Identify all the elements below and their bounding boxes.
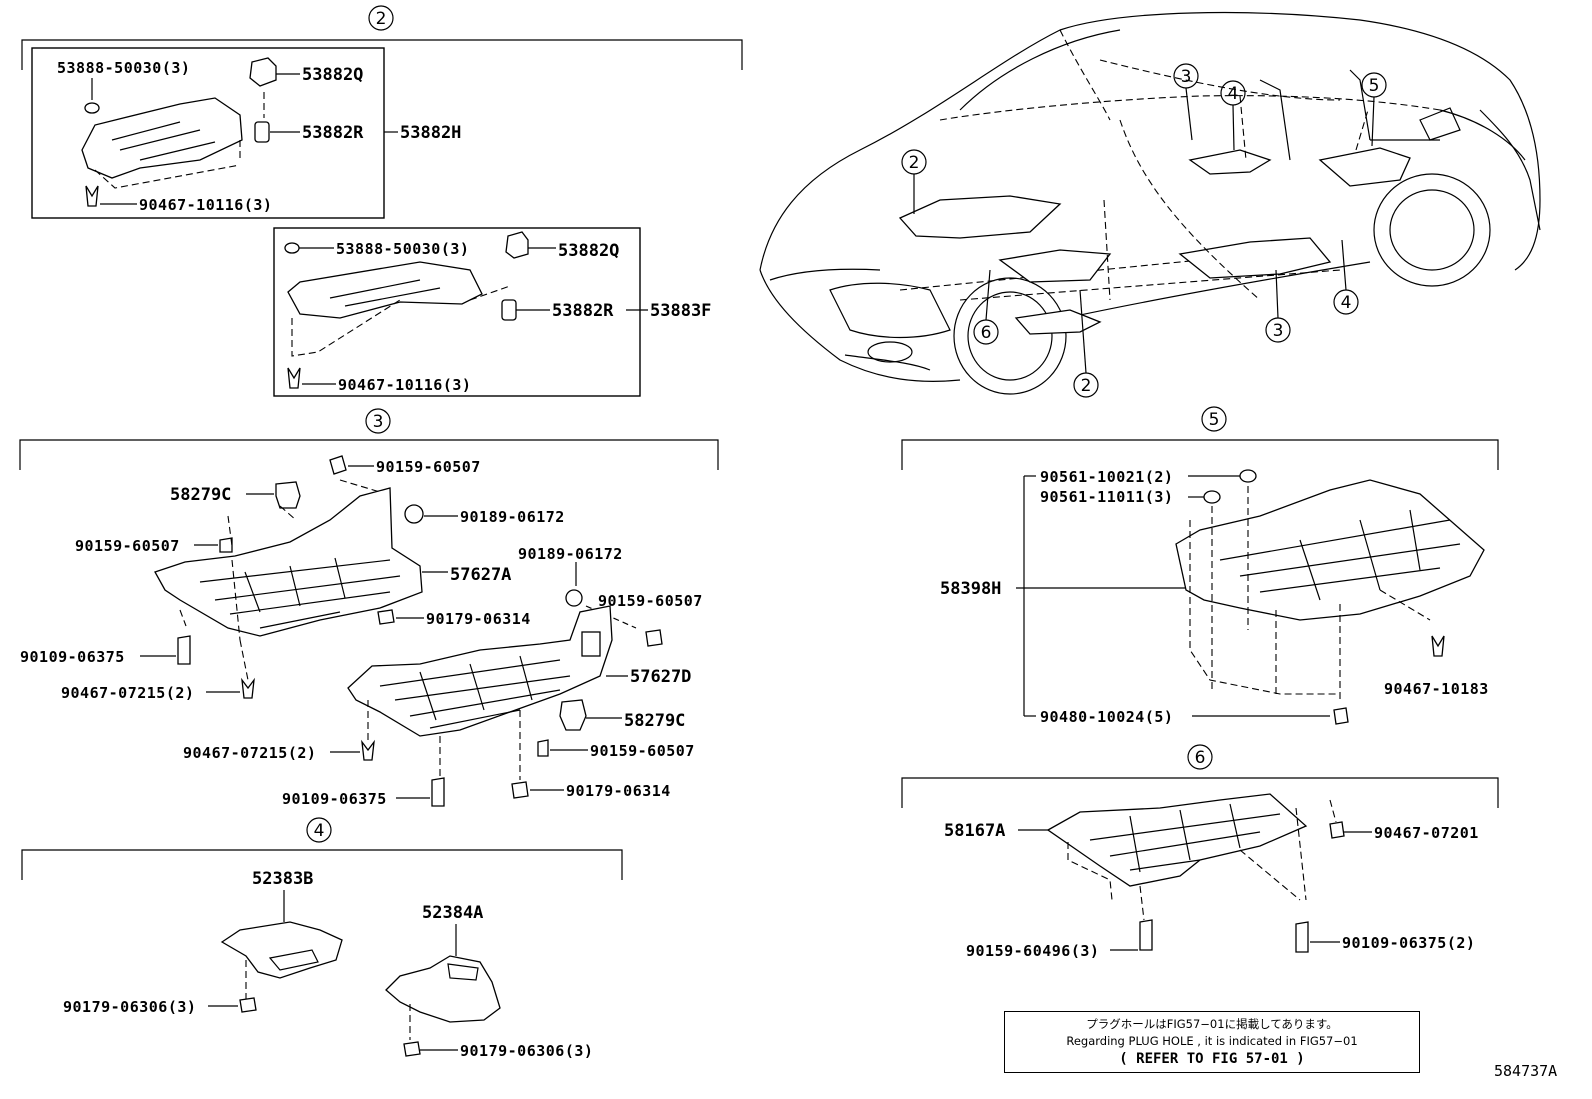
part-label: 90179-06314 — [426, 610, 531, 628]
callout-2-bottom: 2 — [1073, 289, 1099, 398]
part-label: 53888-50030(3) — [57, 59, 190, 77]
section-4: 4 52383B 52384A 90179-06306(3) 90179-063… — [21, 817, 623, 1060]
part-label: 90561-11011(3) — [1040, 488, 1173, 506]
part-label: 90159-60507 — [75, 537, 180, 555]
assembly-label: 53883F — [650, 301, 711, 321]
notice-english: Regarding PLUG HOLE , it is indicated in… — [1066, 1034, 1358, 1048]
svg-text:5: 5 — [1369, 76, 1380, 96]
svg-text:2: 2 — [909, 153, 920, 173]
part-label: 58279C — [624, 711, 685, 731]
part-label: 58398H — [940, 579, 1001, 599]
part-label: 53882Q — [558, 241, 619, 261]
svg-text:2: 2 — [1081, 376, 1092, 396]
callout-4-bottom: 4 — [1333, 239, 1359, 315]
section-6-number: 6 — [1195, 748, 1206, 768]
fender-liner-seal-rh — [220, 921, 343, 979]
part-label: 90179-06314 — [566, 782, 671, 800]
part-label: 90109-06375 — [282, 790, 387, 808]
fender-liner-seal-lh — [385, 955, 501, 1023]
part-label: 90189-06172 — [460, 508, 565, 526]
callout-3-bottom: 3 — [1265, 269, 1291, 343]
figure-id: 584737A — [1494, 1062, 1558, 1080]
assembly-label: 53882H — [400, 123, 461, 143]
svg-text:6: 6 — [981, 323, 992, 343]
part-label: 90179-06306(3) — [460, 1042, 593, 1060]
section-4-number: 4 — [314, 821, 325, 841]
engine-under-cover-part — [81, 97, 243, 179]
section-3-number: 3 — [373, 412, 384, 432]
part-label: 90159-60496(3) — [966, 942, 1099, 960]
part-label: 90109-06375 — [20, 648, 125, 666]
part-label: 90159-60507 — [590, 742, 695, 760]
part-label: 53882R — [552, 301, 614, 321]
part-label: 58279C — [170, 485, 231, 505]
section-6: 6 58167A 90467-07201 90159-60496(3) 9010… — [901, 744, 1499, 960]
svg-text:4: 4 — [1228, 84, 1239, 104]
part-label: 57627D — [630, 667, 691, 687]
callout-5: 5 — [1361, 72, 1387, 147]
section-2: 2 53888-50030(3) 53882Q 53882R 53882H 90… — [21, 5, 743, 397]
callout-3-top: 3 — [1173, 63, 1199, 141]
svg-text:3: 3 — [1273, 321, 1284, 341]
notice-japanese: プラグホールはFIG57−01に掲載してあります。 — [1086, 1017, 1338, 1031]
part-label: 90179-06306(3) — [63, 998, 196, 1016]
svg-text:3: 3 — [1181, 67, 1192, 87]
plug-hole-notice: プラグホールはFIG57−01に掲載してあります。 Regarding PLUG… — [1004, 1011, 1420, 1073]
front-floor-under-cover — [1046, 793, 1308, 887]
section-5: 5 90561-10021(2) 90561-11011(3) 58398H 9… — [901, 406, 1499, 726]
section-3: 3 90159-60507 58279C 90189-06172 90159-6… — [19, 408, 719, 808]
part-label: 90480-10024(5) — [1040, 708, 1173, 726]
callout-6: 6 — [973, 269, 999, 345]
part-label: 90467-07215(2) — [61, 684, 194, 702]
part-label: 90467-10116(3) — [139, 196, 272, 214]
section-2-number: 2 — [376, 9, 387, 29]
callout-4-top: 4 — [1220, 80, 1246, 151]
part-label: 52384A — [422, 903, 483, 923]
part-label: 52383B — [252, 869, 313, 889]
part-label: 90159-60507 — [376, 458, 481, 476]
part-label: 53882Q — [302, 65, 363, 85]
part-label: 90467-07201 — [1374, 824, 1479, 842]
notice-refer-link[interactable]: ( REFER TO FIG 57-01 ) — [1119, 1051, 1305, 1067]
part-label: 53882R — [302, 123, 364, 143]
part-label: 90109-06375(2) — [1342, 934, 1475, 952]
vehicle-overview: 2 3 4 5 2 6 3 — [759, 11, 1541, 398]
part-label: 90467-10116(3) — [338, 376, 471, 394]
svg-text:4: 4 — [1341, 293, 1352, 313]
part-label: 90159-60507 — [598, 592, 703, 610]
part-label: 90467-07215(2) — [183, 744, 316, 762]
part-label: 90467-10183 — [1384, 680, 1489, 698]
rear-floor-under-cover — [1175, 479, 1485, 621]
part-label: 90561-10021(2) — [1040, 468, 1173, 486]
section-5-number: 5 — [1209, 410, 1220, 430]
part-label: 58167A — [944, 821, 1005, 841]
part-label: 90189-06172 — [518, 545, 623, 563]
callout-2-front: 2 — [901, 149, 927, 214]
part-label: 57627A — [450, 565, 511, 585]
part-label: 53888-50030(3) — [336, 240, 469, 258]
